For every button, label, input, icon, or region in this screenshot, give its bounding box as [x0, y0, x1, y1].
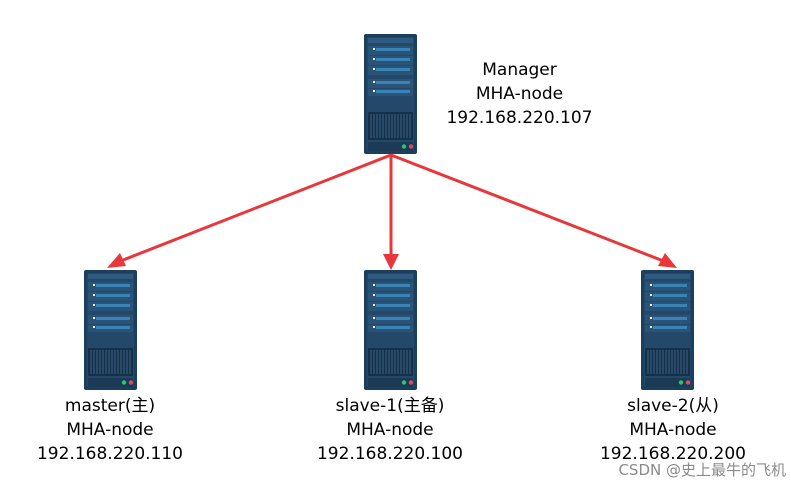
arrowhead-slave1 [383, 254, 399, 270]
server-rack-icon-master [83, 269, 138, 391]
node-ip: 192.168.220.110 [36, 444, 183, 464]
node-name: slave-1(主备) [335, 396, 445, 416]
node-role: MHA-node [66, 420, 154, 440]
server-rack-icon-slave1 [363, 269, 418, 391]
server-rack-icon-manager [363, 33, 418, 155]
node-name: Manager [482, 60, 557, 80]
node-name: slave-2(从) [627, 396, 719, 416]
node-ip: 192.168.220.200 [599, 444, 746, 464]
node-ip: 192.168.220.107 [446, 108, 593, 128]
arrow-manager-to-slave2 [389, 153, 668, 264]
watermark: CSDN @史上最牛的飞机 [618, 461, 786, 479]
node-label-slave-2: slave-2(从) MHA-node 192.168.220.200 [583, 394, 763, 466]
arrowhead-slave2 [658, 253, 677, 268]
node-ip: 192.168.220.100 [316, 444, 463, 464]
node-label-slave-1: slave-1(主备) MHA-node 192.168.220.100 [300, 394, 480, 466]
server-rack-icon-slave2 [640, 269, 695, 391]
node-role: MHA-node [475, 84, 564, 104]
connections [107, 153, 677, 270]
node-role: MHA-node [629, 420, 717, 440]
node-label-manager: Manager MHA-node 192.168.220.107 [437, 58, 602, 130]
arrow-manager-to-master [116, 153, 393, 264]
node-role: MHA-node [346, 420, 434, 440]
arrowhead-master [107, 253, 126, 268]
node-name: master(主) [64, 396, 156, 416]
node-label-master: master(主) MHA-node 192.168.220.110 [20, 394, 200, 466]
